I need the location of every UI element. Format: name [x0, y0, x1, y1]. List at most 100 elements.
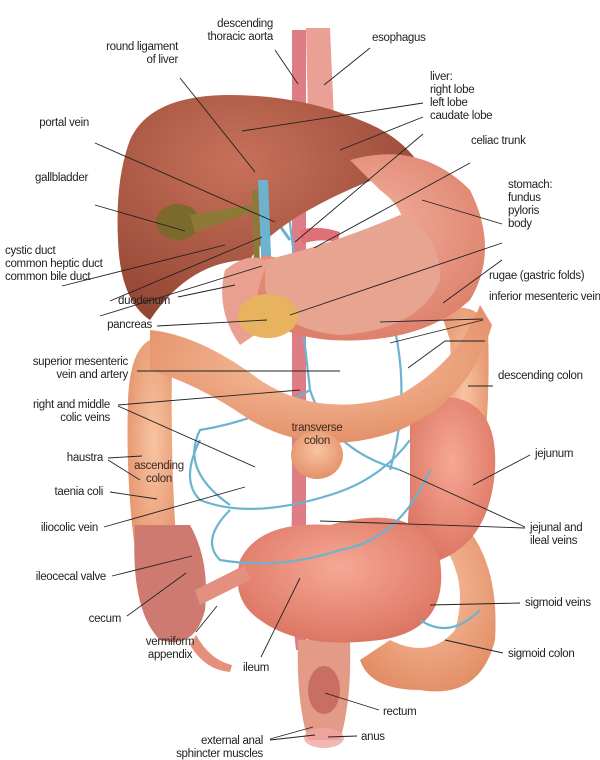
- rectum-opening: [308, 666, 340, 714]
- terminal-ileum: [195, 565, 250, 605]
- label-superior-mesenteric: superior mesenteric vein and artery: [33, 356, 129, 381]
- leader-pyloris: [289, 242, 503, 316]
- label-common-heptic-duct: common heptic duct: [5, 258, 104, 270]
- label-ileum: ileum: [243, 662, 269, 674]
- leader-rugae-2: [389, 319, 484, 344]
- leader-esophagus: [323, 47, 371, 86]
- leader-body: [442, 259, 503, 304]
- leader-jejunum: [472, 454, 531, 486]
- leader-jejunal-veins-1: [399, 469, 526, 528]
- label-line: ileal veins: [530, 535, 578, 547]
- label-line: jejunal and: [529, 522, 582, 534]
- label-cystic-duct: cystic duct: [5, 245, 56, 257]
- leader-ileum: [260, 577, 301, 658]
- label-line: thoracic aorta: [208, 31, 274, 43]
- sigmoid-colon: [360, 520, 496, 692]
- label-ileocecal-valve: ileocecal valve: [36, 571, 106, 583]
- leader-sigmoid-colon: [444, 639, 504, 654]
- label-line: body: [508, 218, 532, 230]
- label-round-ligament: round ligament of liver: [106, 41, 179, 66]
- stomach-interior: [265, 215, 440, 335]
- label-ducts: cystic duct common heptic duct common bi…: [5, 245, 104, 283]
- label-rectum: rectum: [383, 706, 416, 718]
- label-line: vermiform: [146, 636, 194, 648]
- transverse-colon-bulge: [291, 431, 343, 479]
- label-taenia-coli: taenia coli: [55, 486, 103, 498]
- leader-aorta: [274, 49, 299, 85]
- leader-sphincter-1: [269, 726, 314, 740]
- leader-lines: [61, 47, 531, 741]
- leader-round-ligament: [179, 77, 256, 173]
- leader-sigmoid-veins: [429, 602, 521, 606]
- label-line: superior mesenteric: [33, 356, 129, 368]
- label-rugae: rugae (gastric folds): [489, 270, 585, 282]
- leader-portal-vein: [94, 142, 276, 223]
- leader-colic-veins-2: [117, 405, 256, 468]
- label-line: left lobe: [430, 97, 468, 109]
- label-line: vein and artery: [56, 369, 128, 381]
- label-vermiform-appendix: vermiform appendix: [146, 636, 195, 661]
- label-colic-veins: right and middle colic veins: [33, 399, 111, 424]
- label-sigmoid-veins: sigmoid veins: [525, 597, 591, 609]
- leader-pancreas: [156, 319, 268, 327]
- leader-cecum: [126, 572, 187, 617]
- celiac-trunk: [300, 227, 340, 244]
- label-line: pyloris: [508, 205, 540, 217]
- label-line: colon: [304, 435, 330, 447]
- label-external-anal-sphincter: external anal sphincter muscles: [176, 735, 264, 760]
- label-line: of liver: [147, 54, 179, 66]
- label-line: colic veins: [60, 412, 110, 424]
- label-line: round ligament: [106, 41, 179, 53]
- label-celiac-trunk: celiac trunk: [471, 135, 526, 147]
- label-line: stomach:: [508, 179, 552, 191]
- leader-colic-veins-1: [117, 389, 301, 406]
- label-line: descending: [217, 18, 273, 30]
- leader-jejunal-veins-2: [319, 520, 526, 529]
- leader-left-lobe: [339, 116, 424, 151]
- leader-bile-duct: [99, 265, 263, 317]
- leader-fundus: [421, 199, 503, 225]
- label-liver: liver: right lobe left lobe caudate lobe: [430, 71, 493, 122]
- label-gallbladder: gallbladder: [35, 172, 88, 184]
- label-portal-vein: portal vein: [39, 117, 89, 129]
- label-transverse-colon: transverse colon: [292, 422, 343, 447]
- label-pancreas: pancreas: [107, 319, 152, 331]
- label-iliocolic-vein: iliocolic vein: [41, 522, 98, 534]
- leader-rectum: [324, 692, 380, 711]
- portal-vein: [258, 180, 272, 280]
- label-line: appendix: [148, 649, 193, 661]
- leader-celiac-trunk: [313, 162, 471, 249]
- leader-hepatic-duct: [109, 236, 263, 302]
- label-line: colon: [146, 473, 172, 485]
- label-line: fundus: [508, 192, 541, 204]
- leader-gallbladder: [94, 204, 186, 232]
- label-line: sphincter muscles: [176, 748, 263, 760]
- label-line: external anal: [201, 735, 263, 747]
- leader-rugae-1: [379, 318, 484, 323]
- label-line: ascending: [134, 460, 184, 472]
- pancreas: [238, 294, 298, 338]
- label-sigmoid-colon: sigmoid colon: [508, 648, 574, 660]
- label-line: liver:: [430, 71, 453, 83]
- label-descending-colon: descending colon: [498, 370, 583, 382]
- label-inferior-mesenteric-vein: inferior mesenteric vein: [489, 291, 600, 303]
- label-duodenum: duodenum: [118, 295, 170, 307]
- leader-haustra-2: [107, 459, 141, 481]
- label-ascending-colon: ascending colon: [134, 460, 184, 485]
- leader-inf-mesenteric-2: [407, 340, 446, 369]
- label-anus: anus: [361, 731, 385, 743]
- cystic-duct: [190, 205, 252, 232]
- cecum: [134, 525, 206, 642]
- ileum: [237, 517, 442, 643]
- leader-right-lobe: [241, 102, 424, 132]
- label-line: transverse: [292, 422, 343, 434]
- leader-taenia-coli: [109, 491, 158, 500]
- label-common-bile-duct: common bile duct: [5, 271, 91, 283]
- leader-anus: [327, 735, 358, 738]
- label-jejunum: jejunum: [534, 448, 573, 460]
- common-bile-duct: [252, 190, 260, 270]
- label-line: right lobe: [430, 84, 474, 96]
